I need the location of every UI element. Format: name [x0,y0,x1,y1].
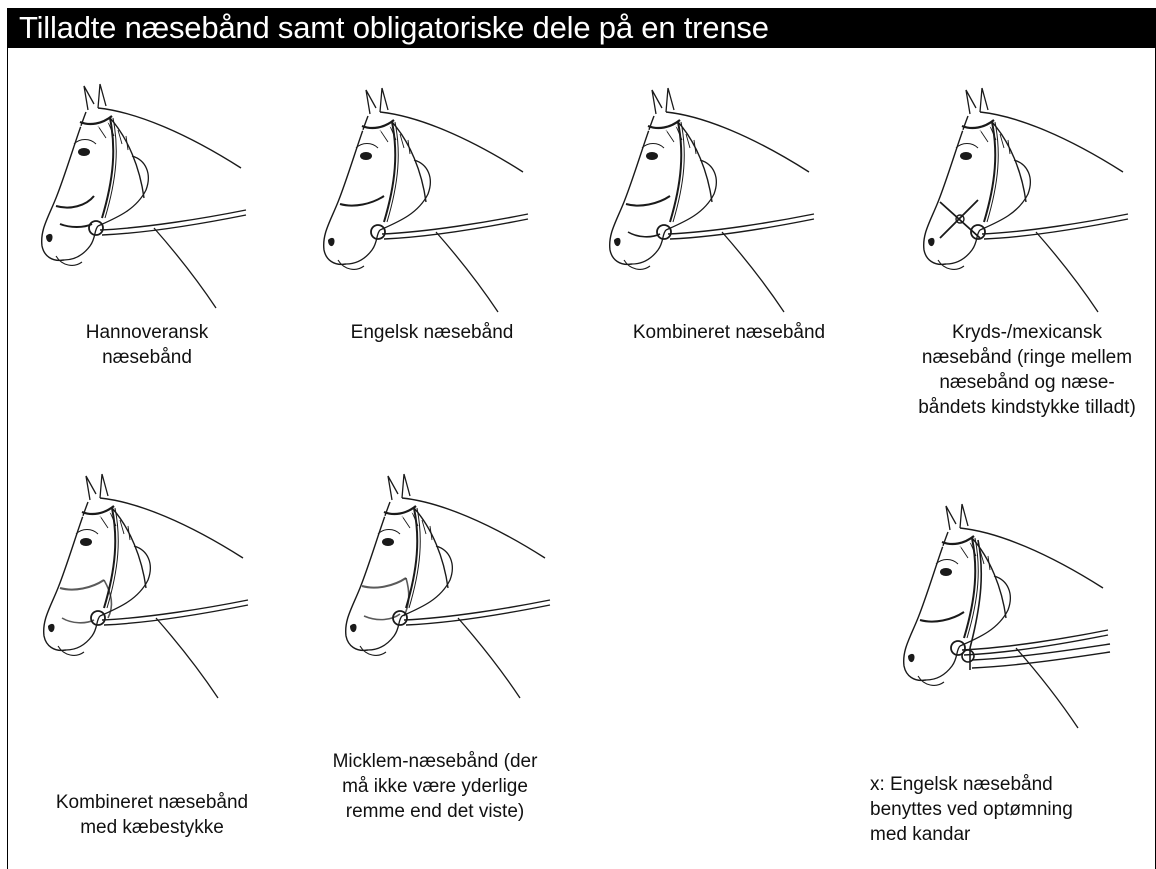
caption-kombineret-kaebe: Kombineret næsebånd med kæbestykke [55,792,249,838]
caption-hannoveransk: Hannoveransk næsebånd [85,322,209,368]
kryds-horse-illustration [918,82,1138,314]
caption-micklem: Micklem-næsebånd (der må ikke være yderl… [332,751,538,822]
hannoveransk-horse-illustration [36,78,256,310]
caption-kombineret: Kombineret næsebånd [632,322,826,343]
kombineret-kaebe-horse-illustration [38,468,258,700]
caption-kryds: Kryds-/mexicansk næsebånd (ringe mellem … [918,322,1136,418]
kombineret-horse-illustration [604,82,824,314]
engelsk-horse-illustration [318,82,538,314]
frame-left-border [7,48,8,869]
micklem-horse-illustration [340,468,560,700]
page-title: Tilladte næsebånd samt obligatoriske del… [7,8,1156,48]
caption-kandar: x: Engelsk næsebånd benyttes ved optømni… [870,774,1073,845]
caption-engelsk: Engelsk næsebånd [350,322,514,343]
kandar-horse-illustration [888,498,1128,730]
